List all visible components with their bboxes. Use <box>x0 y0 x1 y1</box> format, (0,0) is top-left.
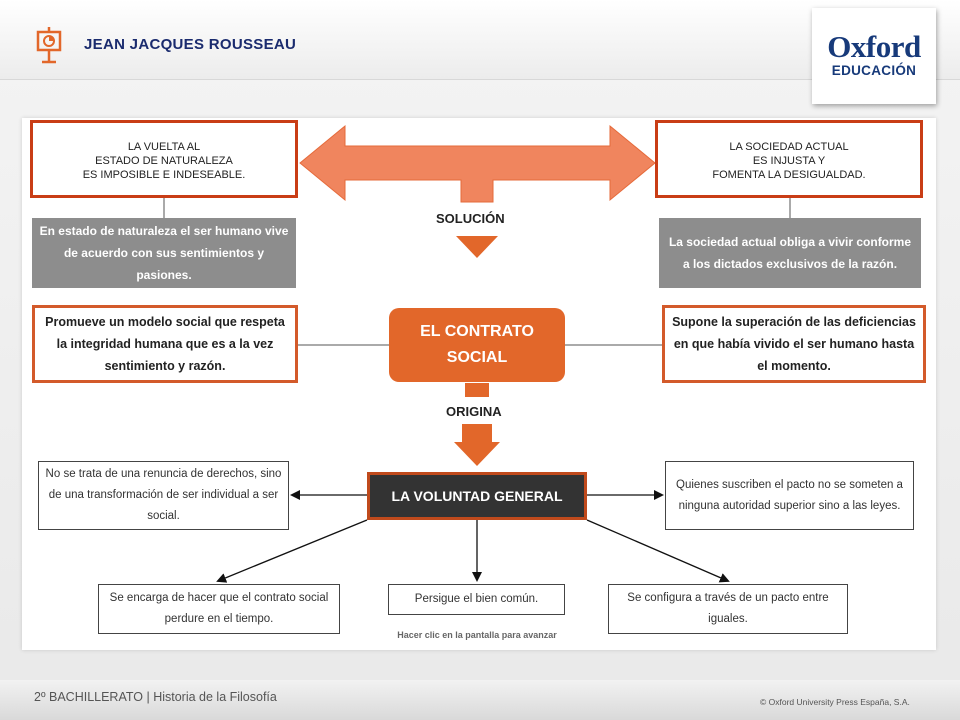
box-vuelta-naturaleza: LA VUELTA AL ESTADO DE NATURALEZA ES IMP… <box>30 120 298 198</box>
box-sociedad-line3: FOMENTA LA DESIGUALDAD. <box>712 169 866 181</box>
origina-label: ORIGINA <box>446 404 502 419</box>
box-renuncia-derechos: No se trata de una renuncia de derechos,… <box>38 461 289 530</box>
box-sociedad-actual: LA SOCIEDAD ACTUAL ES INJUSTA Y FOMENTA … <box>655 120 923 198</box>
header-bar <box>0 0 960 80</box>
box-sociedad-razon: La sociedad actual obliga a vivir confor… <box>659 218 921 288</box>
logo-text-oxford: Oxford <box>827 29 921 64</box>
contrato-social-box: EL CONTRATO SOCIAL <box>389 308 565 382</box>
advance-hint[interactable]: Hacer clic en la pantalla para avanzar <box>397 630 557 640</box>
box-sociedad-line1: LA SOCIEDAD ACTUAL <box>729 141 849 153</box>
footer-copyright: © Oxford University Press España, S.A. <box>760 697 910 707</box>
box-modelo-social: Promueve un modelo social que respeta la… <box>32 305 298 383</box>
oxford-logo: Oxford EDUCACIÓN <box>812 8 936 104</box>
contrato-line2: SOCIAL <box>446 349 508 366</box>
logo-text-educacion: EDUCACIÓN <box>831 63 917 78</box>
voluntad-general-box: LA VOLUNTAD GENERAL <box>367 472 587 520</box>
contrato-line1: EL CONTRATO <box>420 323 534 340</box>
box-sociedad-line2: ES INJUSTA Y <box>752 155 826 167</box>
box-vuelta-line2: ESTADO DE NATURALEZA <box>95 155 233 167</box>
page-title: JEAN JACQUES ROUSSEAU <box>84 36 297 53</box>
solucion-label: SOLUCIÓN <box>436 211 505 226</box>
box-pacto-iguales: Se configura a través de un pacto entre … <box>608 584 848 634</box>
box-vuelta-line1: LA VUELTA AL <box>127 141 201 153</box>
box-superacion: Supone la superación de las deficiencias… <box>662 305 926 383</box>
box-bien-comun: Persigue el bien común. <box>388 584 565 615</box>
box-perdure-tiempo: Se encarga de hacer que el contrato soci… <box>98 584 340 634</box>
footer-bar <box>0 680 960 720</box>
box-pacto-leyes: Quienes suscriben el pacto no se someten… <box>665 461 914 530</box>
box-estado-naturaleza: En estado de naturaleza el ser humano vi… <box>32 218 296 288</box>
box-vuelta-line3: ES IMPOSIBLE E INDESEABLE. <box>82 169 246 181</box>
presentation-easel-icon <box>34 26 64 64</box>
footer-course: 2º BACHILLERATO | Historia de la Filosof… <box>34 690 277 704</box>
